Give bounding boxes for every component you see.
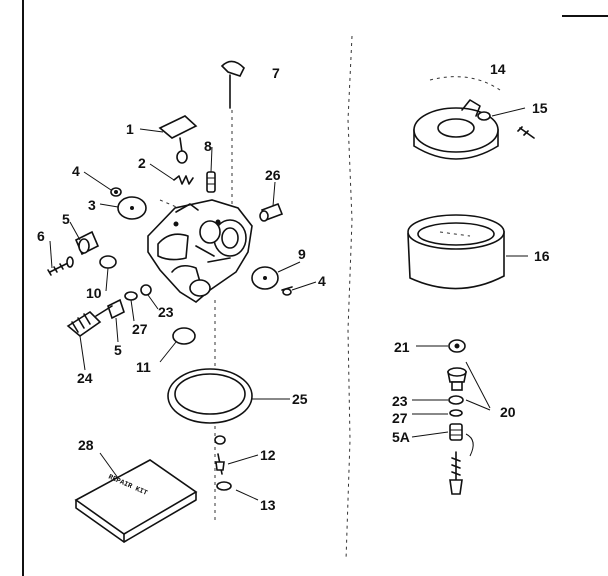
- callout-23: 23: [158, 304, 174, 320]
- callout-20: 20: [500, 404, 516, 420]
- callout-24: 24: [77, 370, 93, 386]
- part-14-filter-element: [413, 99, 499, 160]
- part-27-washer-right: [449, 409, 463, 417]
- callout-5a: 5A: [392, 429, 410, 445]
- callout-25: 25: [292, 391, 308, 407]
- part-7-float-pin: [220, 60, 245, 109]
- callout-13: 13: [260, 497, 276, 513]
- part-10-washer: [99, 255, 117, 269]
- callout-4: 4: [72, 163, 80, 179]
- part-11-gasket: [172, 327, 196, 345]
- callout-2: 2: [138, 155, 146, 171]
- callout-11: 11: [136, 359, 151, 375]
- callout-5: 5: [62, 211, 70, 227]
- callout-4b: 4: [318, 273, 326, 289]
- part-16-filter-cup: [407, 214, 505, 290]
- callout-12: 12: [260, 447, 276, 463]
- callout-27: 27: [132, 321, 148, 337]
- part-20-main-jet: [447, 367, 467, 391]
- callout-27b: 27: [392, 410, 408, 426]
- callout-5b: 5: [114, 342, 122, 358]
- callout-3: 3: [88, 197, 96, 213]
- part-1-float-bracket: [158, 115, 198, 164]
- part-5a-spring: [449, 423, 463, 441]
- part-12-bowl-nut: [214, 435, 226, 475]
- part-21-nut: [448, 339, 466, 353]
- dashed-separator: [345, 35, 353, 561]
- part-13-washer: [216, 481, 232, 491]
- carburetor-body: [147, 199, 253, 303]
- part-4-screw-left: [110, 187, 122, 197]
- callout-10: 10: [86, 285, 102, 301]
- part-4-screw-right: [281, 286, 293, 296]
- callout-labels: 1 2 3 4 5 6 7 8 9 4 10 23 27 5 24 11 26 …: [37, 61, 550, 513]
- part-5-jet-upper: [74, 230, 100, 256]
- part-9-disk: [251, 266, 279, 290]
- callout-28: 28: [78, 437, 94, 453]
- part-28-repair-kit: REPAIR KIT: [74, 459, 198, 543]
- callout-26: 26: [265, 167, 281, 183]
- part-24-adjusting-screw: [66, 305, 113, 338]
- leader-lines: [49, 107, 528, 501]
- callout-9: 9: [298, 246, 306, 262]
- part-6-screw: [47, 256, 74, 276]
- part-25-bowl-gasket: [167, 368, 253, 424]
- callout-6: 6: [37, 228, 45, 244]
- callout-16: 16: [534, 248, 550, 264]
- part-26-fitting: [259, 202, 284, 222]
- callout-23b: 23: [392, 393, 408, 409]
- part-2-spring: [173, 175, 194, 185]
- callout-15: 15: [532, 100, 548, 116]
- part-3-disk: [117, 196, 147, 220]
- part-15-screw: [517, 126, 535, 139]
- callout-14: 14: [490, 61, 506, 77]
- part-8-inlet-needle: [206, 171, 216, 193]
- part-27-washer: [124, 291, 138, 301]
- callout-7: 7: [272, 65, 280, 81]
- part-5-jet-lower: [107, 298, 125, 320]
- callout-21: 21: [394, 339, 410, 355]
- callout-8: 8: [204, 138, 212, 154]
- callout-1: 1: [126, 121, 134, 137]
- part-23-o-ring: [140, 284, 152, 296]
- main-jet-needle: [449, 451, 463, 495]
- part-23-o-ring-right: [448, 395, 464, 405]
